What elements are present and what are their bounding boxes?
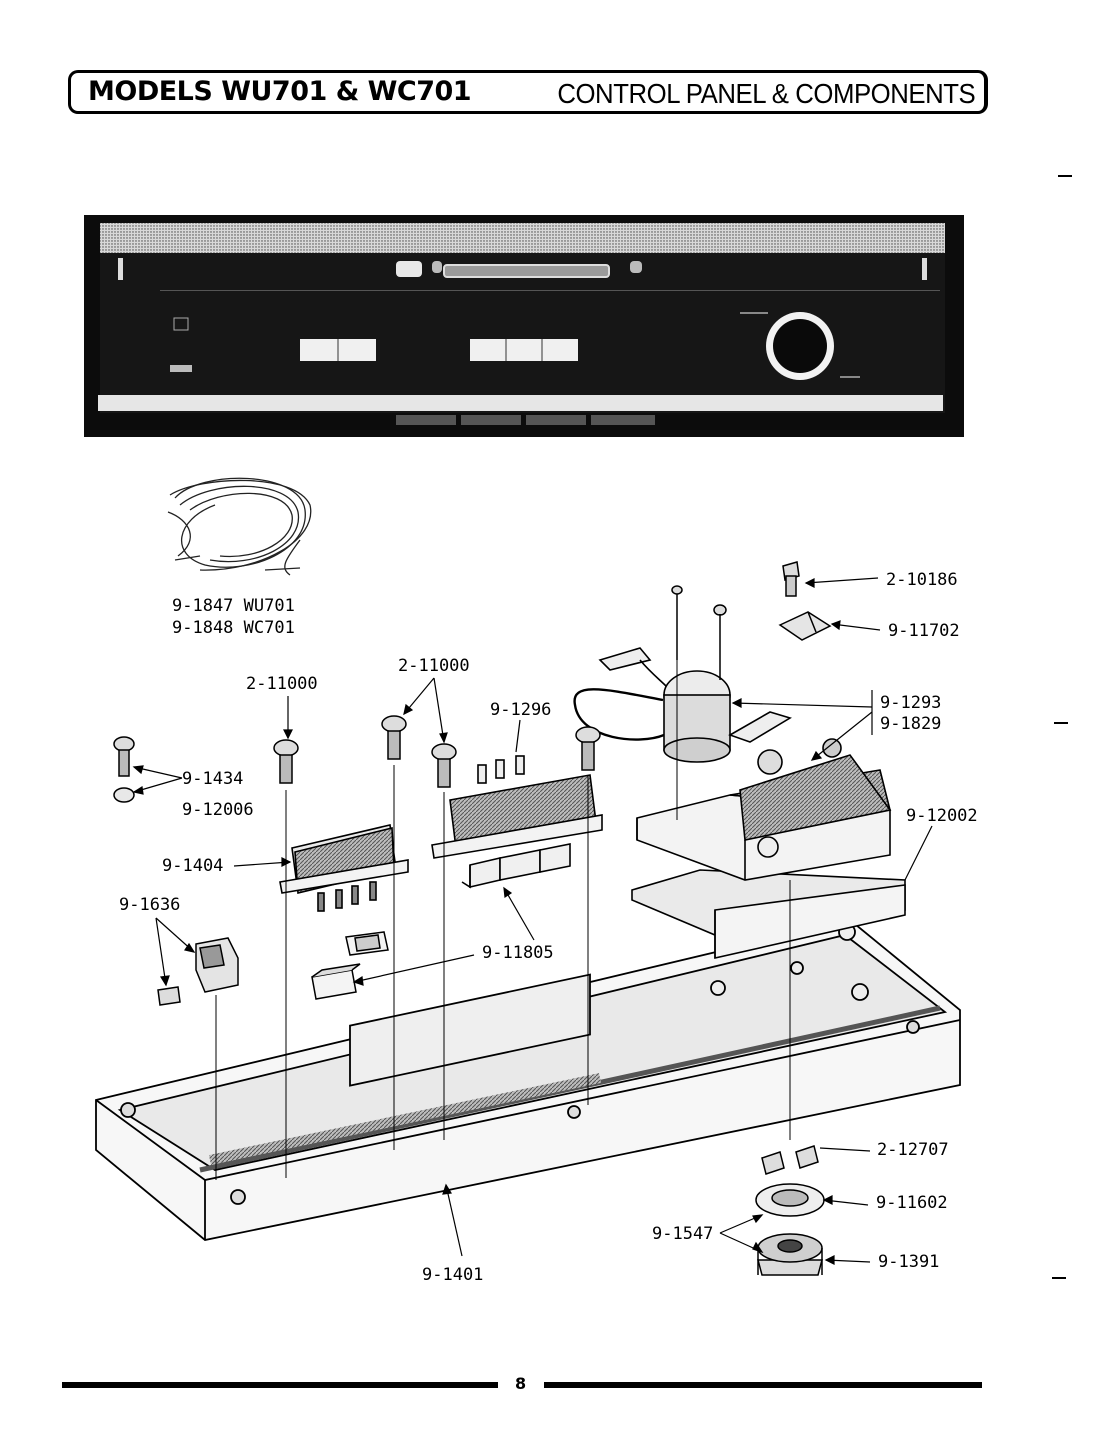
callout-9-11702: 9-11702 bbox=[888, 621, 960, 641]
callout-9-1293: 9-1293 bbox=[880, 693, 942, 713]
assembly-lines bbox=[215, 660, 791, 1180]
callout-9-1401: 9-1401 bbox=[422, 1265, 484, 1285]
switch-screws bbox=[273, 715, 601, 788]
callout-9-1434: 9-1434 bbox=[182, 769, 244, 789]
timer-block bbox=[636, 738, 892, 881]
callout-2-10186: 2-10186 bbox=[886, 570, 958, 590]
timer-screws bbox=[671, 585, 727, 680]
models-title: MODELS WU701 & WC701 bbox=[88, 76, 472, 107]
callout-9-1296: 9-1296 bbox=[490, 700, 552, 720]
callout-9-1829: 9-1829 bbox=[880, 714, 942, 734]
callout-9-1404: 9-1404 bbox=[162, 856, 224, 876]
wire-harness bbox=[167, 477, 312, 576]
callout-2-12707: 2-12707 bbox=[877, 1140, 949, 1160]
callout-9-12006: 9-12006 bbox=[182, 800, 254, 820]
callout-9-1391: 9-1391 bbox=[878, 1252, 940, 1272]
callout-9-1547: 9-1547 bbox=[652, 1224, 714, 1244]
callout-9-12002: 9-12002 bbox=[906, 806, 978, 826]
page-number: 8 bbox=[515, 1374, 527, 1393]
callout-9-11602: 9-11602 bbox=[876, 1193, 948, 1213]
timer-motor bbox=[573, 647, 792, 763]
footer-rule-right bbox=[544, 1382, 982, 1388]
switch-middle bbox=[431, 755, 603, 889]
scan-mark bbox=[1052, 1277, 1066, 1279]
push-buttons bbox=[311, 931, 389, 1000]
light-assembly bbox=[157, 937, 239, 1006]
footer-rule-left bbox=[62, 1382, 498, 1388]
callout-2-11000: 2-11000 bbox=[246, 674, 318, 694]
scan-mark bbox=[1054, 722, 1068, 724]
harness-label-wc701: 9-1848 WC701 bbox=[172, 618, 295, 638]
timer-cover bbox=[631, 869, 906, 960]
knob-hardware bbox=[755, 1145, 825, 1276]
switch-left bbox=[279, 824, 409, 912]
callout-9-11805: 9-11805 bbox=[482, 943, 554, 963]
header-frame bbox=[68, 70, 988, 114]
bracket-hardware bbox=[778, 561, 832, 641]
small-screw-and-washer bbox=[113, 736, 135, 803]
leader-lines bbox=[132, 577, 933, 1265]
callout-2-11000-pair: 2-11000 bbox=[398, 656, 470, 676]
control-panel-front-view bbox=[84, 215, 964, 437]
section-title: CONTROL PANEL & COMPONENTS bbox=[557, 78, 975, 109]
scan-mark bbox=[1058, 175, 1072, 177]
callout-9-1636: 9-1636 bbox=[119, 895, 181, 915]
panel-housing bbox=[95, 919, 961, 1241]
harness-label-wu701: 9-1847 WU701 bbox=[172, 596, 295, 616]
